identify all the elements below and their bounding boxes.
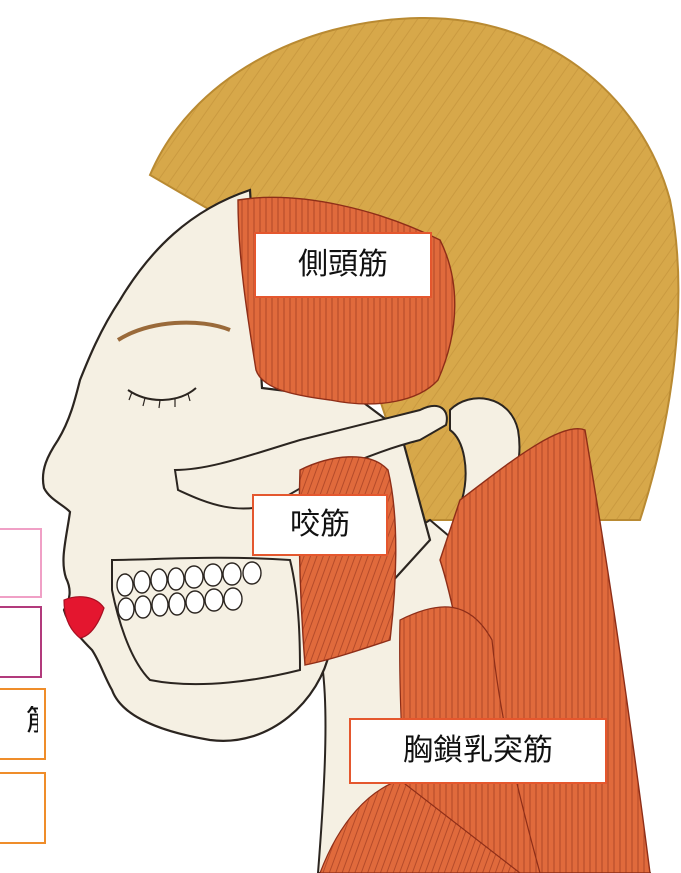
cropped-label-box-2 bbox=[0, 606, 42, 678]
masseter-muscle bbox=[299, 457, 396, 665]
sternocleidomastoid-label-text: 胸鎖乳突筋 bbox=[403, 736, 553, 766]
cropped-label-text: 筋 bbox=[26, 706, 38, 736]
masseter-label: 咬筋 bbox=[252, 494, 388, 556]
cropped-label-box-1 bbox=[0, 528, 42, 598]
cropped-label-box-3: 筋 bbox=[0, 688, 46, 760]
cropped-label-box-4 bbox=[0, 772, 46, 844]
temporalis-label-text: 側頭筋 bbox=[298, 250, 388, 280]
temporalis-label: 側頭筋 bbox=[254, 232, 432, 298]
masseter-label-text: 咬筋 bbox=[290, 510, 350, 540]
sternocleidomastoid-label: 胸鎖乳突筋 bbox=[349, 718, 607, 784]
